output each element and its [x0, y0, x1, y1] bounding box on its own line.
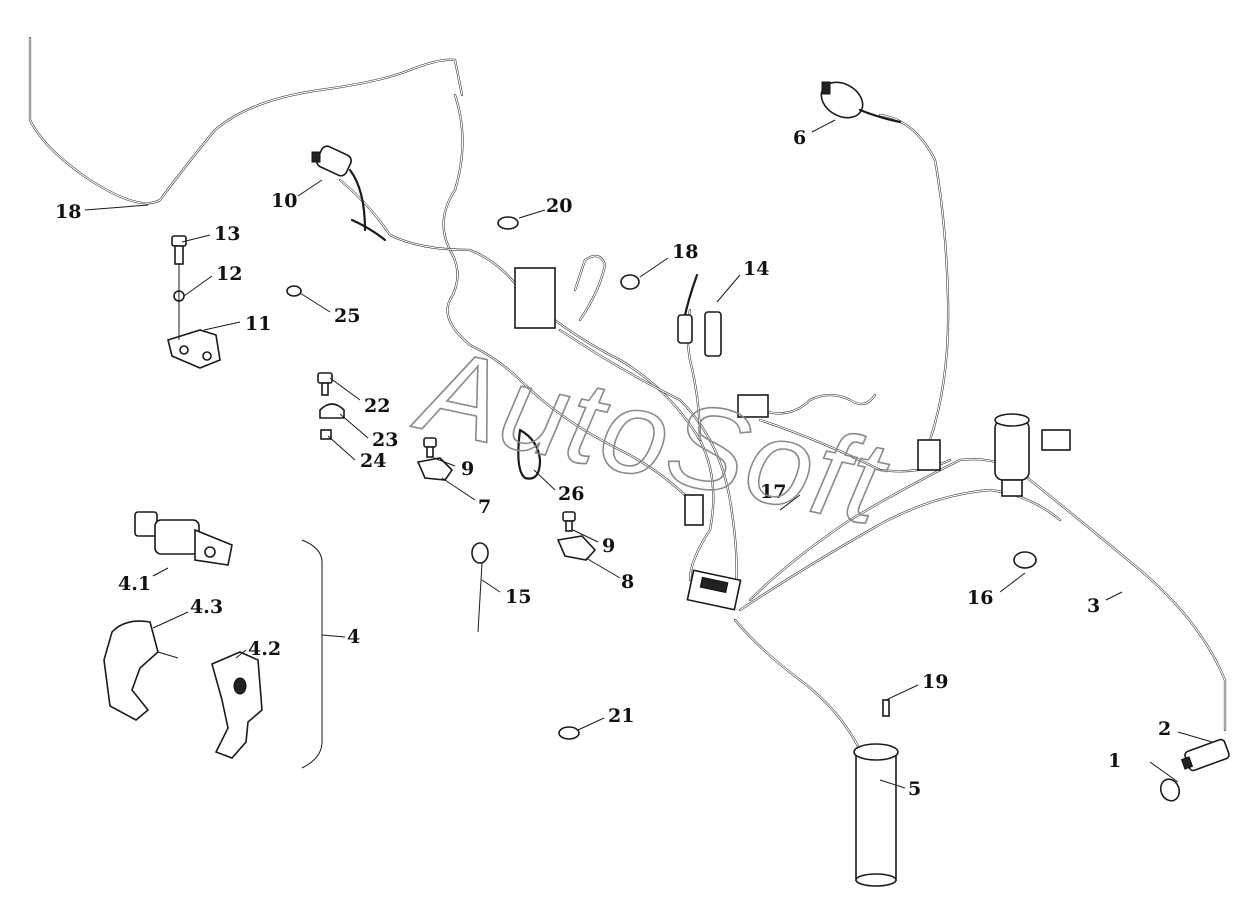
ring-20	[497, 216, 519, 230]
callout-20: 20	[546, 195, 572, 217]
leader-lines	[84, 119, 1213, 789]
callout-18-left: 18	[55, 201, 81, 223]
sensor-6	[820, 81, 902, 124]
nut-24	[320, 429, 332, 440]
probe-14	[677, 273, 722, 357]
clamp-16	[1013, 551, 1037, 569]
sensor-2	[1180, 738, 1230, 772]
handle-4-2	[211, 651, 263, 759]
callout-12: 12	[216, 263, 242, 285]
callout-4: 4	[347, 626, 360, 648]
screw-9-lower	[562, 511, 576, 532]
callout-labels: 1 2 3 4 4.1 4.2 4.3 5 6 7 8 9 9 10 11 12…	[55, 127, 1171, 800]
callout-11: 11	[245, 313, 271, 335]
callout-4-3: 4.3	[190, 596, 223, 618]
callout-14: 14	[743, 258, 769, 280]
sensor-10	[311, 145, 387, 242]
callout-21: 21	[608, 705, 634, 727]
callout-4-2: 4.2	[248, 638, 281, 660]
sensor-cylinder-right	[994, 413, 1030, 497]
ignition-switch-4-1	[134, 511, 233, 566]
callout-22: 22	[364, 395, 390, 417]
callout-9-upper: 9	[461, 458, 474, 480]
callout-15: 15	[505, 586, 531, 608]
callout-2: 2	[1158, 718, 1171, 740]
callout-5: 5	[908, 778, 921, 800]
bracket-11	[167, 329, 221, 369]
callout-16: 16	[967, 587, 993, 609]
handle-4-3	[103, 620, 179, 721]
ring-21	[558, 726, 580, 740]
clamp-18	[620, 274, 640, 290]
clip-8	[556, 535, 597, 561]
cable-18-long	[28, 36, 464, 205]
callout-10: 10	[271, 190, 297, 212]
callout-24: 24	[360, 450, 386, 472]
screw-9-upper	[423, 437, 437, 458]
bolt-13	[171, 235, 187, 265]
callout-8: 8	[621, 571, 634, 593]
bracket-4	[301, 539, 323, 769]
clip-23	[319, 403, 345, 419]
callout-23: 23	[372, 429, 398, 451]
o-ring-1	[1159, 778, 1181, 802]
callout-13: 13	[214, 223, 240, 245]
callout-18-mid: 18	[672, 241, 698, 263]
washer-25	[286, 285, 302, 297]
callout-26: 26	[558, 483, 584, 505]
callout-19: 19	[922, 671, 948, 693]
screw-22	[317, 372, 333, 396]
callout-25: 25	[334, 305, 360, 327]
harness-connector-block	[514, 267, 1071, 611]
callout-9-lower: 9	[602, 535, 615, 557]
callout-6: 6	[793, 127, 806, 149]
callout-7: 7	[478, 496, 491, 518]
callout-17: 17	[760, 481, 786, 503]
callout-3: 3	[1087, 595, 1100, 617]
callout-1: 1	[1108, 750, 1121, 772]
tube-5	[853, 743, 899, 887]
pin-19	[882, 699, 890, 717]
callout-4-1: 4.1	[118, 573, 151, 595]
tag-15	[471, 542, 489, 633]
loop-26	[517, 428, 542, 480]
clip-7	[416, 457, 454, 481]
